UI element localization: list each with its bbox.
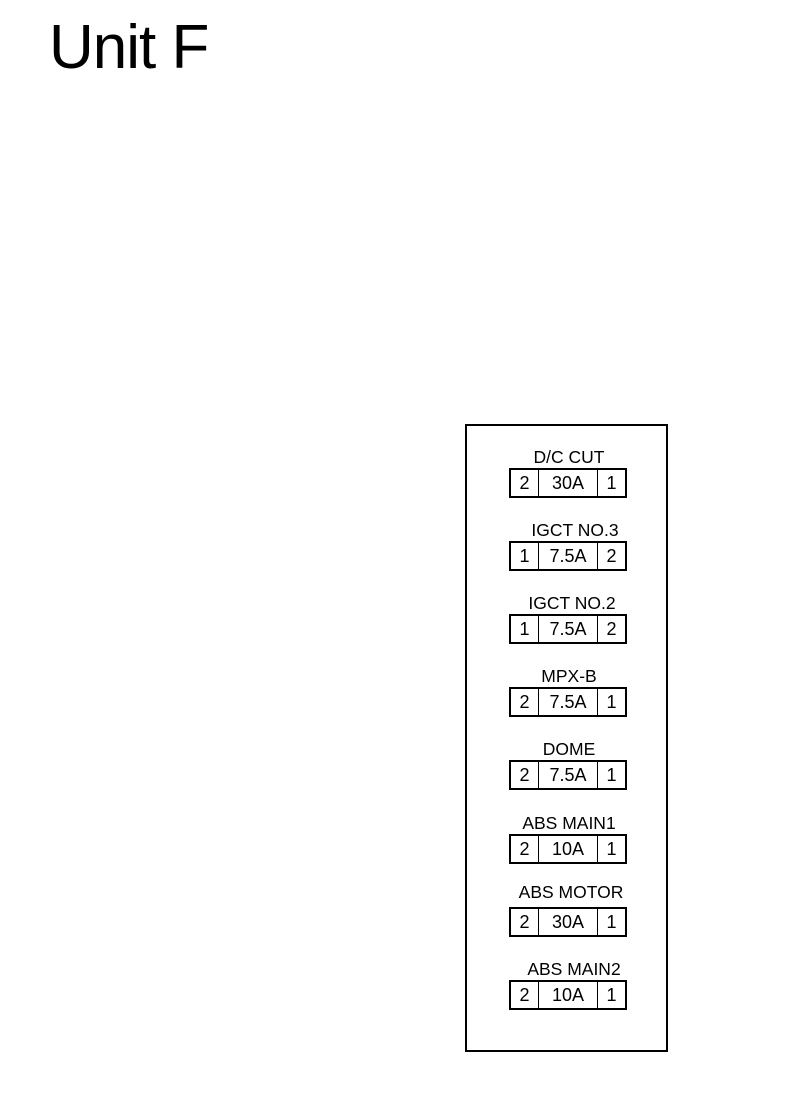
fuse-rating: 7.5A: [549, 692, 587, 712]
fuse-panel: D/C CUT 2 30A 1 IGCT NO.3 1 7.5A 2 IGCT …: [465, 424, 668, 1052]
fuse-pin-right: 1: [597, 762, 625, 788]
fuse-pin-left: 2: [511, 982, 539, 1008]
fuse-pin-right: 1: [597, 909, 625, 935]
fuse-box: 2 10A 1: [509, 980, 627, 1010]
fuse-pin-left: 2: [511, 836, 539, 862]
fuse-pin-right: 1: [597, 689, 625, 715]
fuse-label: D/C CUT: [533, 447, 605, 467]
fuse-rating: 30A: [551, 473, 585, 493]
fuse-pin-left: 2: [511, 762, 539, 788]
fuse-box: 2 7.5A 1: [509, 687, 627, 717]
fuse-box: 2 7.5A 1: [509, 760, 627, 790]
fuse-label: ABS MOTOR: [518, 882, 624, 902]
fuse-pin-right: 1: [597, 836, 625, 862]
fuse-rating: 10A: [551, 985, 585, 1005]
fuse-pin-right: 2: [597, 543, 625, 569]
fuse-rating: 10A: [551, 839, 585, 859]
fuse-box: 1 7.5A 2: [509, 614, 627, 644]
fuse-box: 1 7.5A 2: [509, 541, 627, 571]
fuse-pin-right: 1: [597, 470, 625, 496]
fuse-pin-left: 1: [511, 543, 539, 569]
fuse-label: DOME: [542, 739, 596, 759]
fuse-pin-right: 2: [597, 616, 625, 642]
fuse-rating: 30A: [551, 912, 585, 932]
fuse-label: MPX-B: [541, 666, 597, 686]
fuse-rating: 7.5A: [549, 546, 587, 566]
fuse-pin-left: 2: [511, 909, 539, 935]
fuse-rating: 7.5A: [549, 619, 587, 639]
fuse-pin-left: 2: [511, 689, 539, 715]
fuse-box: 2 30A 1: [509, 468, 627, 498]
fuse-pin-right: 1: [597, 982, 625, 1008]
fuse-label: IGCT NO.3: [531, 520, 619, 540]
fuse-label: ABS MAIN2: [527, 959, 621, 979]
fuse-label: IGCT NO.2: [528, 593, 616, 613]
fuse-pin-left: 1: [511, 616, 539, 642]
fuse-label: ABS MAIN1: [522, 813, 616, 833]
fuse-rating: 7.5A: [549, 765, 587, 785]
page-title: Unit F: [49, 13, 209, 82]
fuse-box: 2 30A 1: [509, 907, 627, 937]
fuse-box: 2 10A 1: [509, 834, 627, 864]
fuse-pin-left: 2: [511, 470, 539, 496]
